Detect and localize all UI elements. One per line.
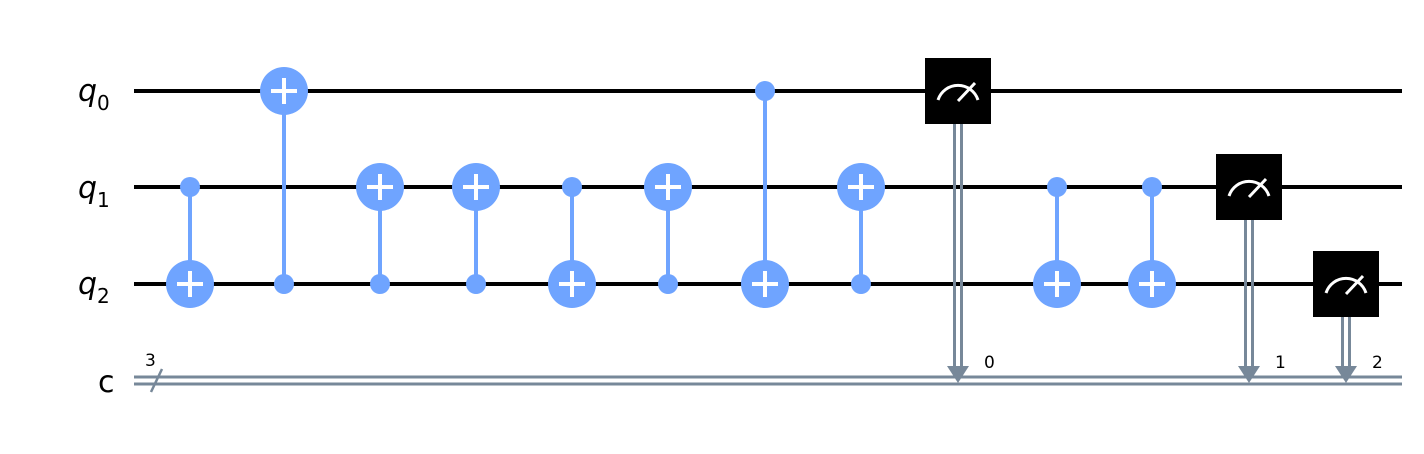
wire-label-c: c — [98, 365, 115, 400]
control-dot — [180, 177, 200, 197]
meter-icon — [1227, 177, 1271, 199]
target-plus-icon — [260, 67, 308, 115]
target-plus-icon — [837, 163, 885, 211]
gates-layer: 0 1 2 — [166, 58, 1383, 383]
measure-box — [925, 58, 991, 124]
wire-label-q1: q 1 — [78, 171, 110, 212]
control-dot — [466, 274, 486, 294]
target-plus-icon — [741, 260, 789, 308]
arrow-down-icon — [1335, 366, 1357, 383]
target-plus-icon — [166, 260, 214, 308]
control-dot — [755, 81, 775, 101]
cnot-gate — [1033, 177, 1081, 308]
target-plus-icon — [356, 163, 404, 211]
bundle-slash — [149, 368, 164, 393]
control-dot — [851, 274, 871, 294]
clbit-index-label: 1 — [1275, 353, 1286, 373]
qubit-name: q — [78, 74, 97, 109]
qubit-name: q — [78, 267, 97, 302]
target-plus-icon — [548, 260, 596, 308]
cnot-gate — [837, 163, 885, 294]
clbit-index-label: 2 — [1372, 353, 1383, 373]
target-plus-icon — [1128, 260, 1176, 308]
clbit-index-label: 0 — [984, 353, 995, 373]
wire-label-q2: q 2 — [78, 267, 110, 308]
wire-label-q0: q 0 — [78, 74, 110, 115]
cnot-gate — [356, 163, 404, 294]
measure-gate: 2 — [1313, 251, 1383, 383]
target-plus-icon — [644, 163, 692, 211]
control-dot — [562, 177, 582, 197]
target-plus-icon — [452, 163, 500, 211]
qubit-name: q — [78, 171, 97, 206]
cnot-gate — [741, 81, 789, 308]
arrow-down-icon — [1238, 366, 1260, 383]
control-dot — [274, 274, 294, 294]
control-dot — [658, 274, 678, 294]
control-dot — [1142, 177, 1162, 197]
meter-icon — [1324, 274, 1368, 296]
measure-box — [1313, 251, 1379, 317]
qubit-index: 2 — [97, 284, 110, 308]
cnot-gate — [452, 163, 500, 294]
cnot-gate — [548, 177, 596, 308]
classical-register-name: c — [98, 365, 115, 400]
cnot-gate — [1128, 177, 1176, 308]
measure-gate: 1 — [1216, 154, 1286, 383]
measure-gate: 0 — [925, 58, 995, 383]
qubit-index: 1 — [97, 188, 110, 212]
meter-icon — [936, 81, 980, 103]
classical-wire-c — [134, 375, 1402, 386]
control-dot — [1047, 177, 1067, 197]
target-plus-icon — [1033, 260, 1081, 308]
cnot-gate — [644, 163, 692, 294]
register-size-label: 3 — [145, 351, 156, 371]
measure-box — [1216, 154, 1282, 220]
arrow-down-icon — [947, 366, 969, 383]
control-dot — [370, 274, 390, 294]
qubit-index: 0 — [97, 91, 110, 115]
cnot-gate — [260, 67, 308, 294]
cnot-gate — [166, 177, 214, 308]
